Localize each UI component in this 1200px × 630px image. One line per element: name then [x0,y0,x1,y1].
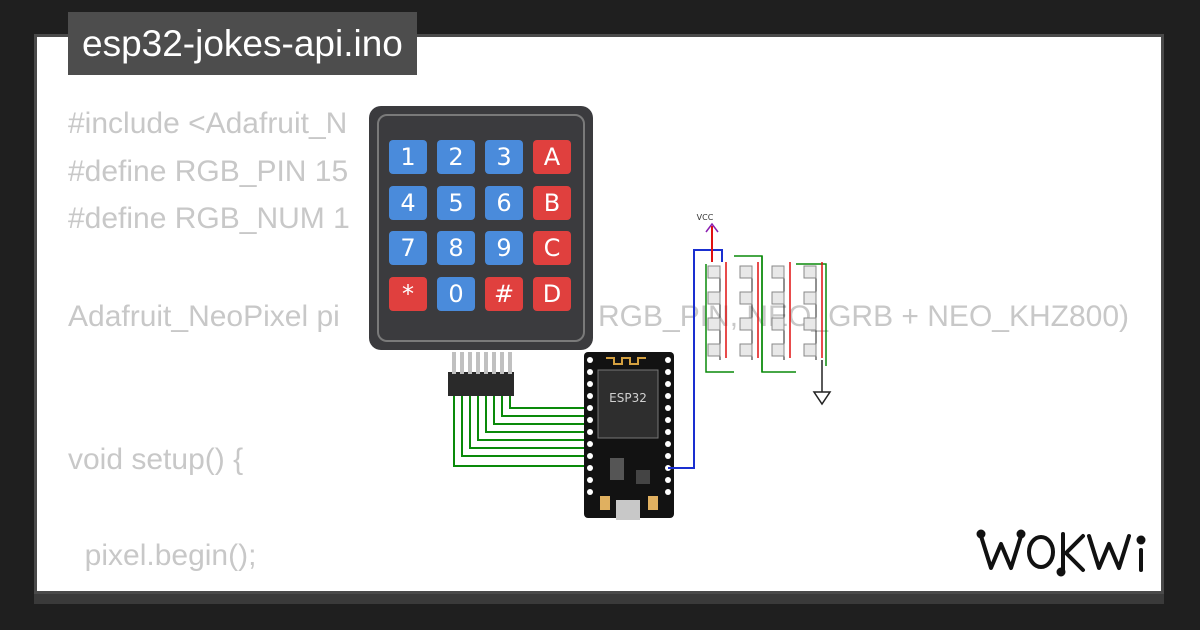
key-hash: # [485,277,523,311]
key-a: A [533,140,571,174]
key-3: 3 [485,140,523,174]
key-6: 6 [485,186,523,220]
code-line: pixel.begin(); [68,539,257,572]
key-c: C [533,231,571,265]
card-bottom-edge [34,594,1164,604]
key-0: 0 [437,277,475,311]
key-9: 9 [485,231,523,265]
key-1: 1 [389,140,427,174]
code-line: #define RGB_NUM 1 [68,202,350,235]
key-8: 8 [437,231,475,265]
membrane-keypad: 1 2 3 A 4 5 6 B 7 8 9 C * 0 # D [369,106,593,350]
key-5: 5 [437,186,475,220]
vcc-symbol: VCC [697,213,719,262]
keypad-wires [453,396,590,467]
esp32-label: ESP32 [609,391,647,405]
key-d: D [533,277,571,311]
code-line: #define RGB_PIN 15 [68,155,349,188]
code-line: void setup() { [68,443,244,476]
key-b: B [533,186,571,220]
data-wire [668,249,723,469]
key-2: 2 [437,140,475,174]
project-title: esp32-jokes-api.ino [68,12,417,75]
esp32-board: ESP32 [584,352,674,520]
keypad-frame [377,114,585,342]
vcc-label: VCC [697,213,714,222]
key-7: 7 [389,231,427,265]
key-4: 4 [389,186,427,220]
wokwi-logo [976,529,1146,577]
neopixel-matrix [705,255,832,406]
code-line-tail: RGB_PIN, NEO_GRB + NEO_KHZ800) [598,300,1130,333]
keypad-connector [448,352,514,396]
code-line: Adafruit_NeoPixel pi [68,300,340,333]
code-line: #include <Adafruit_N [68,107,348,140]
key-star: * [389,277,427,311]
